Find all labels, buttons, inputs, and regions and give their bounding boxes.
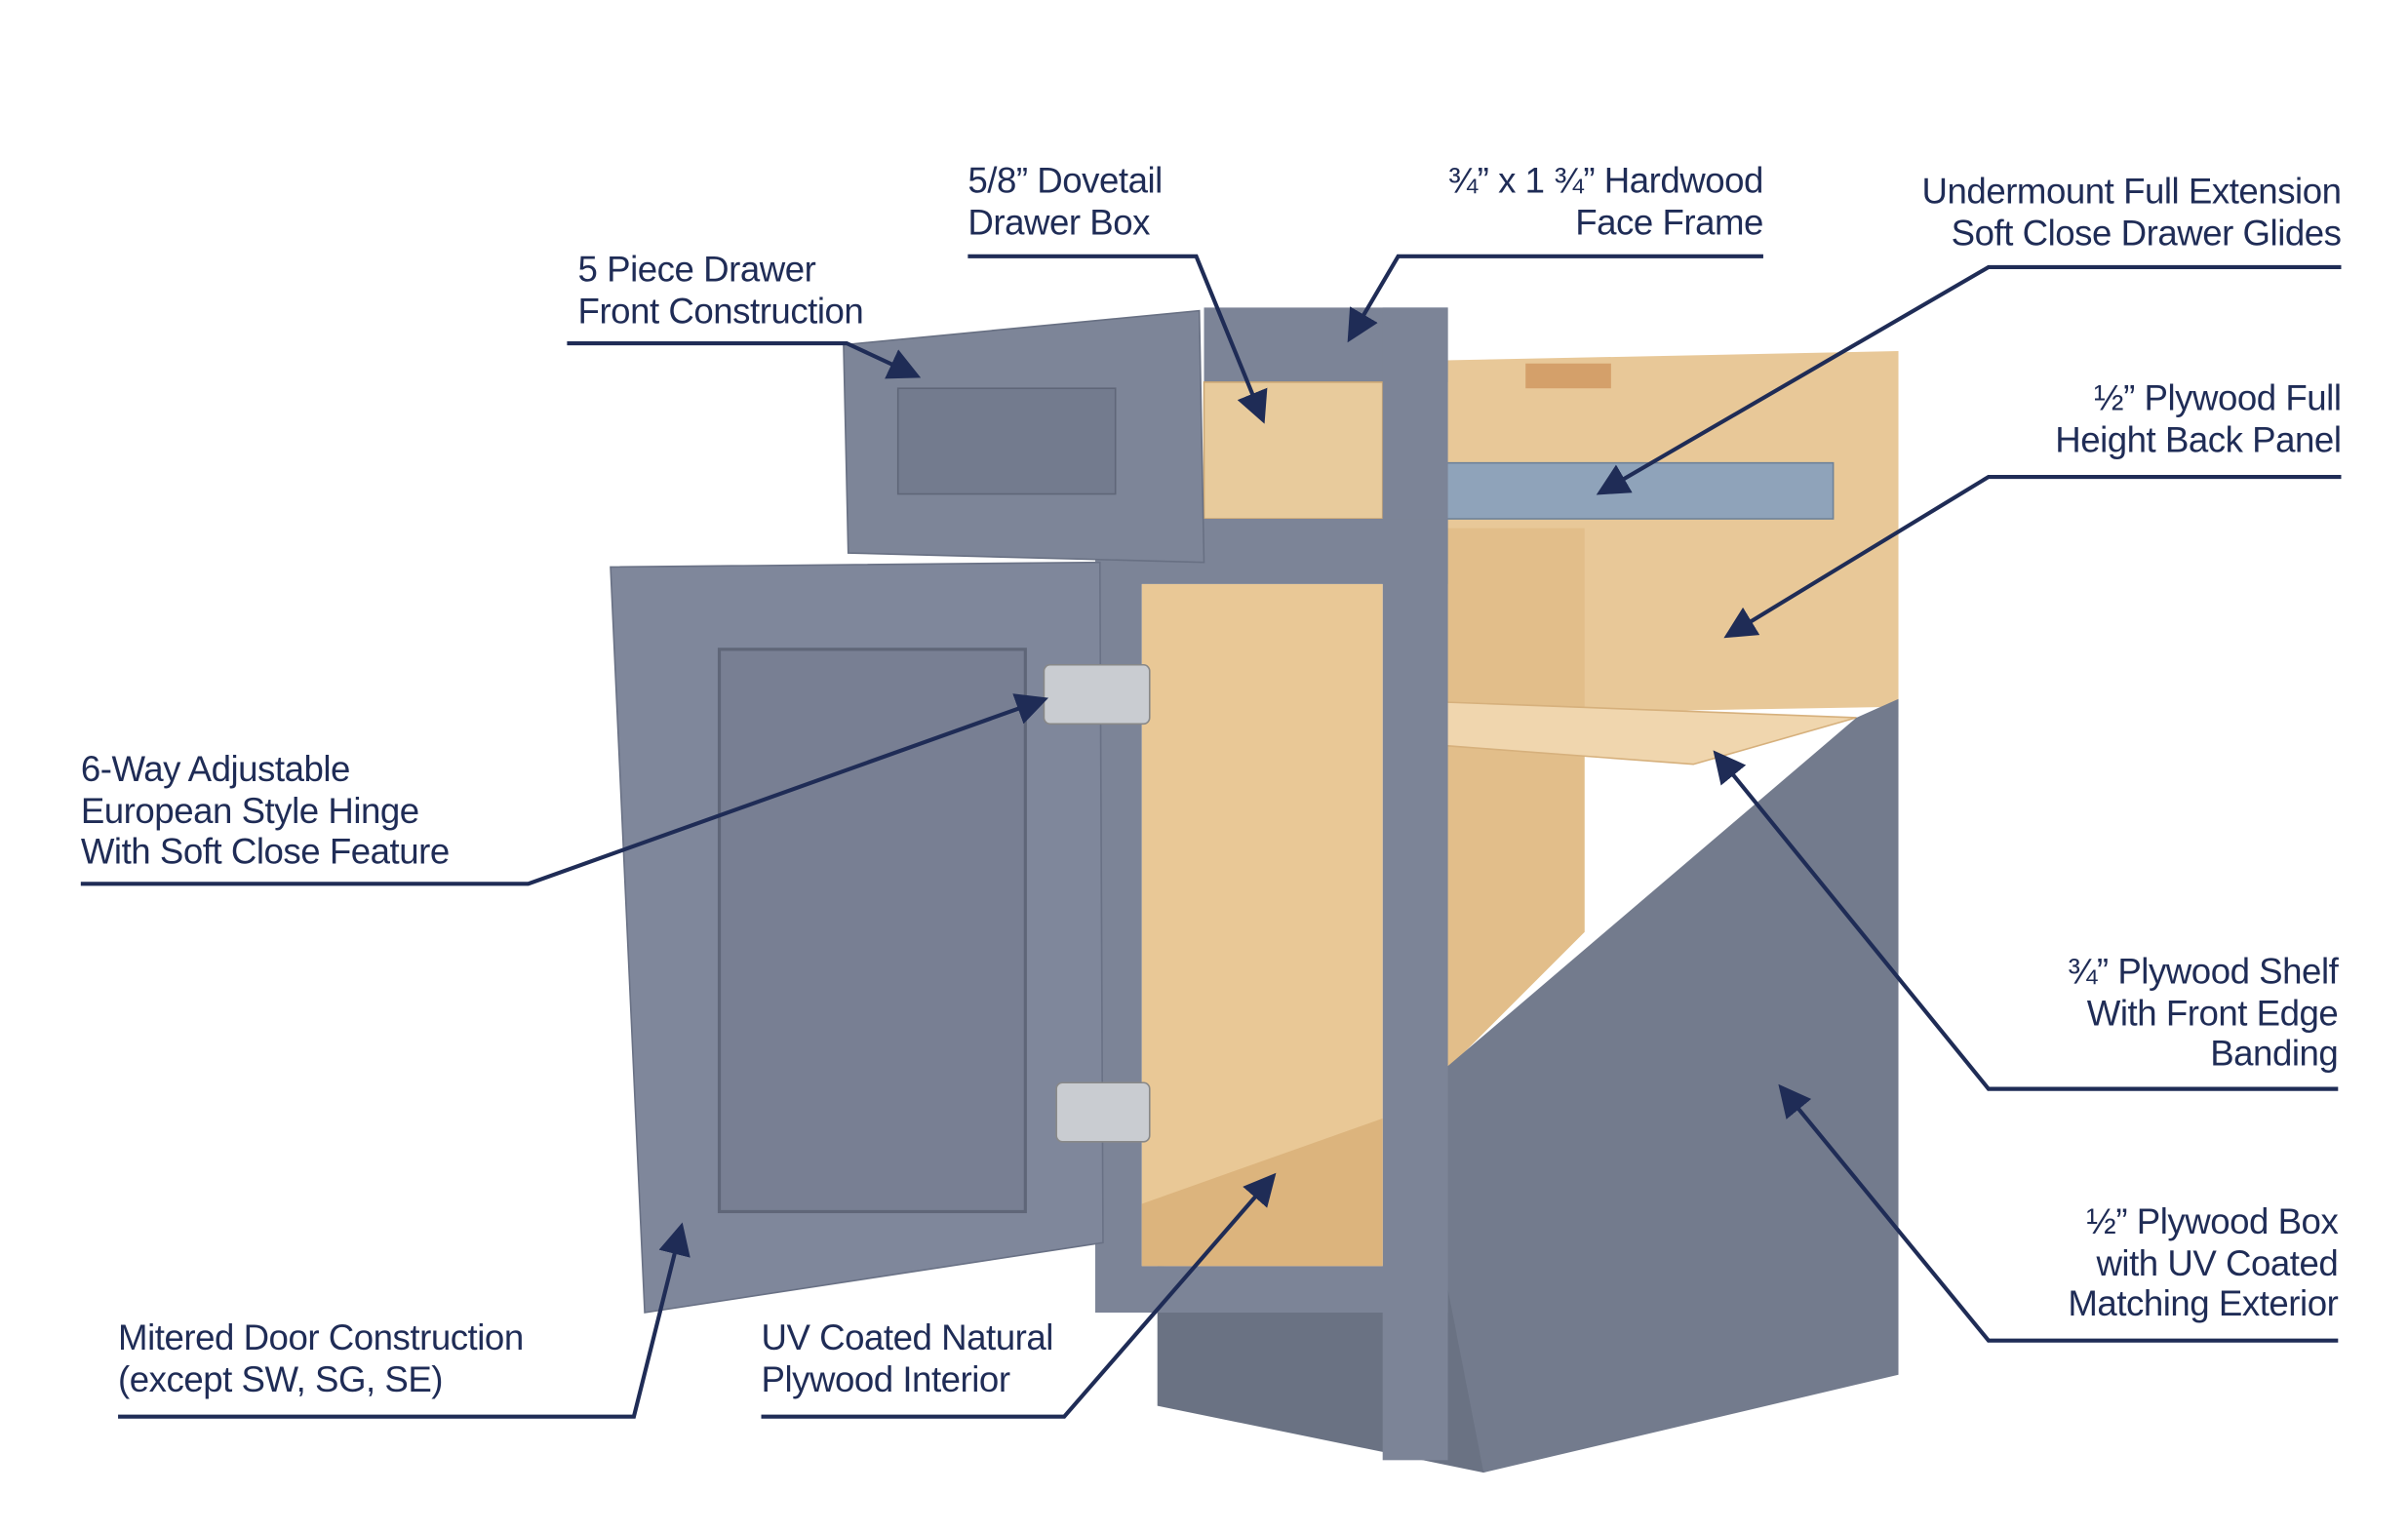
callout-line: ¾” x 1 ¾” Hardwood (1447, 160, 1764, 201)
drawer-box (1203, 381, 1384, 520)
leader-glides (1596, 264, 2342, 495)
hinge-top (1043, 663, 1151, 726)
callout-line: UV Coated Natural (761, 1316, 1054, 1358)
callout-line: Drawer Box (967, 201, 1150, 242)
callout-line: ¾” Plywood Shelf (2067, 950, 2339, 992)
leader-door (118, 1222, 691, 1419)
callout-line: ½” Plywood Full (2094, 377, 2342, 418)
callout-lines (80, 254, 2342, 1419)
leader-drawer-box (967, 254, 1268, 424)
leader-hinge (80, 693, 1049, 886)
callout-shelf: ¾” Plywood Shelf With Front Edge Banding (2067, 950, 2339, 1075)
leader-back-panel (1723, 474, 2342, 639)
callout-drawer-front: 5 Piece Drawer Front Construction (578, 249, 864, 331)
callout-line: ½” Plywood Box (2086, 1200, 2339, 1241)
callout-drawer-box: 5/8” Dovetail Drawer Box (967, 160, 1163, 242)
callout-line: Matching Exterior (2068, 1282, 2339, 1324)
callout-line: Height Back Panel (2055, 418, 2342, 459)
callout-face-frame: ¾” x 1 ¾” Hardwood Face Frame (1447, 160, 1764, 242)
door-panel (717, 648, 1027, 1214)
callout-line: Mitered Door Construction (118, 1316, 524, 1358)
callout-hinge: 6-Way Adjustable European Style Hinge Wi… (81, 749, 450, 873)
drawer-front-panel (896, 387, 1117, 495)
callout-line: With Front Edge (2086, 992, 2339, 1033)
callout-box: ½” Plywood Box with UV Coated Matching E… (2068, 1200, 2338, 1324)
callout-interior: UV Coated Natural Plywood Interior (761, 1316, 1054, 1399)
callout-line: 6-Way Adjustable (80, 748, 351, 790)
callout-line: 5 Piece Drawer (577, 248, 816, 290)
callout-glides: Undermount Full Extension Soft Close Dra… (1922, 171, 2342, 253)
leader-shelf (1713, 750, 2339, 1091)
callout-line: 5/8” Dovetail (967, 160, 1163, 201)
callout-back-panel: ½” Plywood Full Height Back Panel (2055, 377, 2342, 459)
leader-box (1778, 1083, 2339, 1343)
callout-line: with UV Coated (2096, 1241, 2339, 1282)
callout-line: Undermount Full Extension (1921, 171, 2342, 212)
callout-line: Banding (2210, 1033, 2339, 1074)
callout-line: Plywood Interior (761, 1357, 1011, 1399)
callout-line: Face Frame (1575, 201, 1763, 242)
hinge-bottom (1055, 1081, 1151, 1143)
cleat (1525, 363, 1611, 389)
leader-drawer-front (567, 340, 922, 379)
callout-door: Mitered Door Construction (except SW, SG… (118, 1317, 524, 1399)
cabinet-side (1444, 698, 1899, 1473)
callout-line: European Style Hinge (80, 789, 419, 831)
callout-line: Soft Close Drawer Glides (1951, 212, 2342, 253)
callout-line: (except SW, SG, SE) (118, 1357, 444, 1399)
leader-interior (761, 1172, 1277, 1419)
callout-line: Front Construction (577, 290, 864, 331)
callout-line: With Soft Close Feature (80, 831, 450, 872)
leader-face-frame (1347, 254, 1763, 343)
interior-side (1444, 528, 1585, 1073)
face-frame-bottom-rail (1094, 1266, 1448, 1314)
